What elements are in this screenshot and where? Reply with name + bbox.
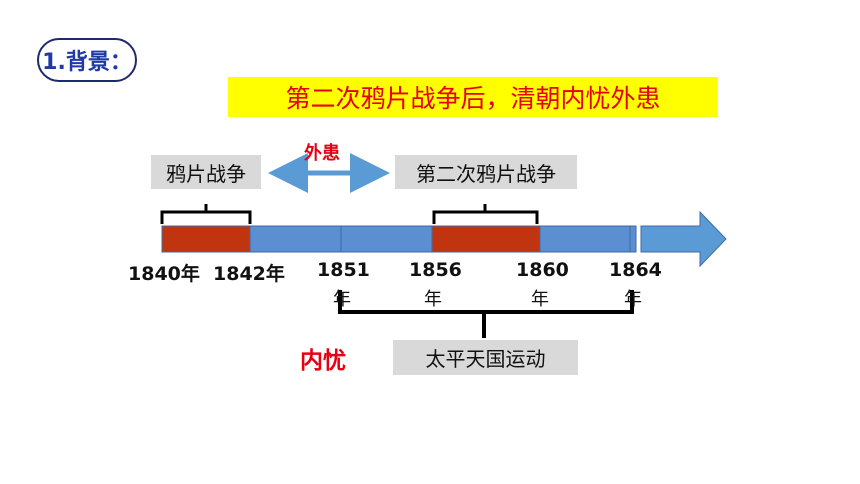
year-1840-label: 1840年 [128,263,200,285]
opium-war-label: 鸦片战争 [166,161,246,186]
second-opium-war-label: 第二次鸦片战争 [416,161,556,186]
segment-gap [629,225,637,253]
year-1864-label: 1864 [609,259,662,281]
segment-1860-1864 [539,225,631,253]
headline-text: 第二次鸦片战争后，清朝内忧外患 [285,84,661,113]
headline-banner: 第二次鸦片战争后，清朝内忧外患 [228,77,718,117]
second-opium-war-box: 第二次鸦片战争 [395,155,577,189]
bracket-second-opium-war [432,204,539,224]
year-1860-suffix: 年 [531,289,549,310]
year-1851-label: 1851 [317,259,370,281]
timeline-arrow-head [640,210,727,268]
segment-1851-1856 [340,225,433,253]
section-badge: 1.背景： [37,38,137,82]
year-1842-label: 1842年 [213,263,285,285]
bracket-opium-war [160,204,252,224]
internal-threat-label: 内忧 [300,348,346,374]
taiping-label: 太平天国运动 [425,347,546,371]
taiping-box: 太平天国运动 [393,340,578,375]
year-1856-suffix: 年 [424,289,442,310]
section-title: 1.背景： [42,50,132,75]
year-1864-suffix: 年 [624,289,642,310]
year-1851-suffix: 年 [333,289,351,310]
segment-1842-1851 [249,225,342,253]
segment-1840-1842 [161,225,251,253]
bracket-taiping [338,290,634,338]
year-1856-label: 1856 [409,259,462,281]
opium-war-box: 鸦片战争 [151,155,261,189]
segment-1856-1860 [431,225,541,253]
external-threat-label: 外患 [304,143,340,164]
year-1860-label: 1860 [516,259,569,281]
